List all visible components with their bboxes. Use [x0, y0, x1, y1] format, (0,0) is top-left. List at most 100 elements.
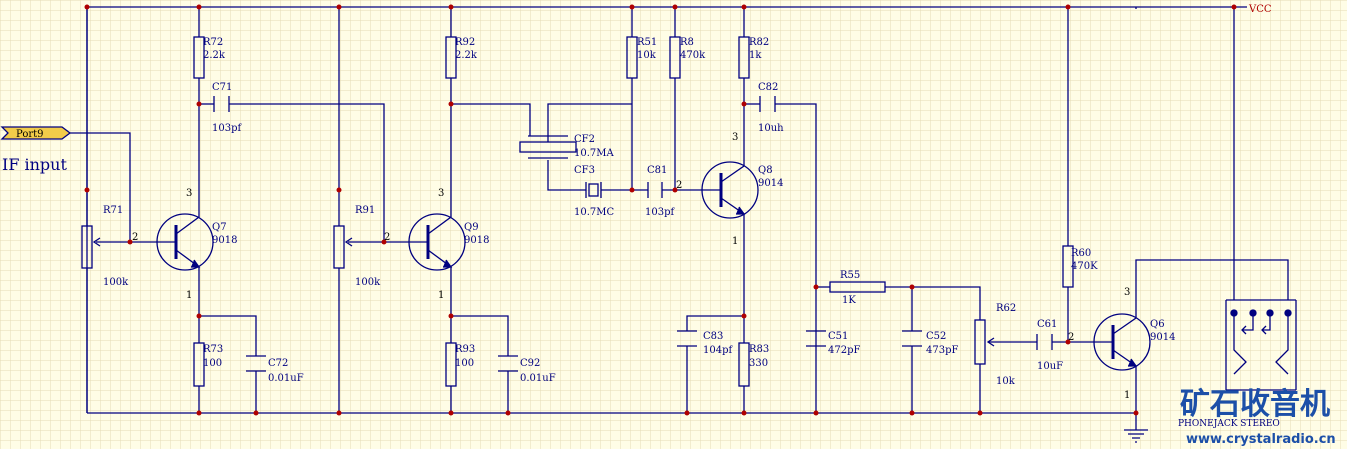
capacitor-c61: [1036, 334, 1053, 350]
r62-value: 10k: [996, 376, 1016, 387]
resistor-r73: [193, 342, 205, 387]
c92-label: C92: [520, 358, 540, 369]
r8-value: 470k: [680, 50, 706, 61]
q7-pin-e: 1: [186, 290, 192, 301]
resistor-r51: [626, 36, 638, 79]
resistor-r82: [738, 36, 750, 79]
labels: VCC Port9 IF input R71 100k R72 2.2k C71…: [2, 4, 1336, 447]
q8-pin-e: 1: [732, 236, 738, 247]
capacitor-c82: [759, 96, 776, 112]
r91-label: R91: [355, 205, 375, 216]
r71-label: R71: [103, 205, 123, 216]
r71-value: 100k: [103, 277, 129, 288]
r93-value: 100: [455, 358, 474, 369]
transistor-q7: [155, 196, 214, 284]
q7-pin-b: 2: [132, 232, 138, 243]
phone-jack-label: PHONEJACK STEREO: [1178, 419, 1280, 429]
resistor-r92: [445, 36, 457, 79]
r83-value: 330: [749, 358, 768, 369]
ceramic-filter-cf2: [519, 135, 577, 159]
port9-label: Port9: [16, 129, 44, 140]
capacitor-c71: [213, 96, 230, 112]
watermark-title: 矿石收音机: [1180, 387, 1330, 422]
transistor-q6: [1092, 296, 1151, 371]
transistor-q9: [408, 196, 466, 284]
resistor-r72: [193, 36, 205, 79]
q8-pin-c: 3: [732, 132, 738, 143]
capacitor-c81: [647, 182, 663, 198]
capacitor-c51: [806, 330, 826, 347]
c61-label: C61: [1037, 319, 1057, 330]
c81-label: C81: [647, 165, 667, 176]
if-input-label: IF input: [2, 155, 67, 174]
r92-label: R92: [455, 37, 475, 48]
resistor-r60: [1062, 245, 1074, 288]
phone-jack: [1225, 299, 1297, 391]
junctions: [84, 4, 1237, 416]
r55-label: R55: [840, 270, 860, 281]
c92-value: 0.01uF: [520, 373, 556, 384]
c82-label: C82: [758, 82, 778, 93]
q7-label: Q7: [212, 222, 227, 233]
q9-label: Q9: [464, 222, 479, 233]
r82-label: R82: [749, 37, 769, 48]
c83-label: C83: [703, 331, 723, 342]
ceramic-filter-cf3: [585, 182, 602, 198]
r73-label: R73: [203, 344, 223, 355]
cf2-label: CF2: [574, 134, 595, 145]
wires: [70, 6, 1289, 430]
cf3-label: CF3: [574, 165, 595, 176]
capacitor-c92: [498, 355, 518, 372]
c71-label: C71: [212, 82, 232, 93]
q9-pin-e: 1: [438, 290, 444, 301]
r62-label: R62: [996, 303, 1016, 314]
c82-value: 10uh: [758, 123, 784, 134]
c83-value: 104pf: [703, 345, 733, 356]
q6-pin-b: 2: [1068, 332, 1074, 343]
potentiometer-r62: [974, 319, 995, 365]
potentiometer-r91: [333, 225, 384, 269]
q9-pin-b: 2: [384, 232, 390, 243]
r51-value: 10k: [637, 50, 657, 61]
capacitor-c83: [677, 330, 697, 347]
c51-label: C51: [828, 331, 848, 342]
capacitor-c72: [246, 355, 266, 372]
q6-label: Q6: [1150, 319, 1165, 330]
r93-label: R93: [455, 344, 475, 355]
q8-pin-b: 2: [676, 180, 682, 191]
r91-value: 100k: [355, 277, 381, 288]
r55-value: 1K: [842, 295, 856, 306]
q6-pin-e: 1: [1124, 390, 1130, 401]
c71-value: 103pf: [212, 123, 242, 134]
c52-label: C52: [926, 331, 946, 342]
r72-value: 2.2k: [203, 50, 226, 61]
q9-pin-c: 3: [438, 188, 444, 199]
r51-label: R51: [637, 37, 657, 48]
cf2-value: 10.7MA: [574, 148, 615, 159]
c51-value: 472pF: [828, 345, 860, 356]
q7-pin-c: 3: [186, 188, 192, 199]
watermark-url: www.crystalradio.cn: [1186, 432, 1336, 447]
r60-value: 470K: [1071, 261, 1098, 272]
q7-value: 9018: [212, 235, 237, 246]
c81-value: 103pf: [645, 207, 675, 218]
port9-connector: [0, 126, 72, 140]
q9-value: 9018: [464, 235, 489, 246]
q6-pin-c: 3: [1124, 287, 1130, 298]
resistor-r83: [738, 342, 750, 387]
r92-value: 2.2k: [455, 50, 478, 61]
resistor-r8: [669, 36, 681, 79]
c72-value: 0.01uF: [268, 373, 304, 384]
r8-label: R8: [680, 37, 694, 48]
resistor-r55: [829, 281, 886, 293]
cf3-value: 10.7MC: [574, 207, 615, 218]
transistor-q8: [700, 161, 759, 219]
resistor-r93: [445, 342, 457, 387]
potentiometer-r71: [81, 225, 130, 269]
r73-value: 100: [203, 358, 222, 369]
c61-value: 10uF: [1037, 361, 1063, 372]
c72-label: C72: [268, 358, 288, 369]
r72-label: R72: [203, 37, 223, 48]
